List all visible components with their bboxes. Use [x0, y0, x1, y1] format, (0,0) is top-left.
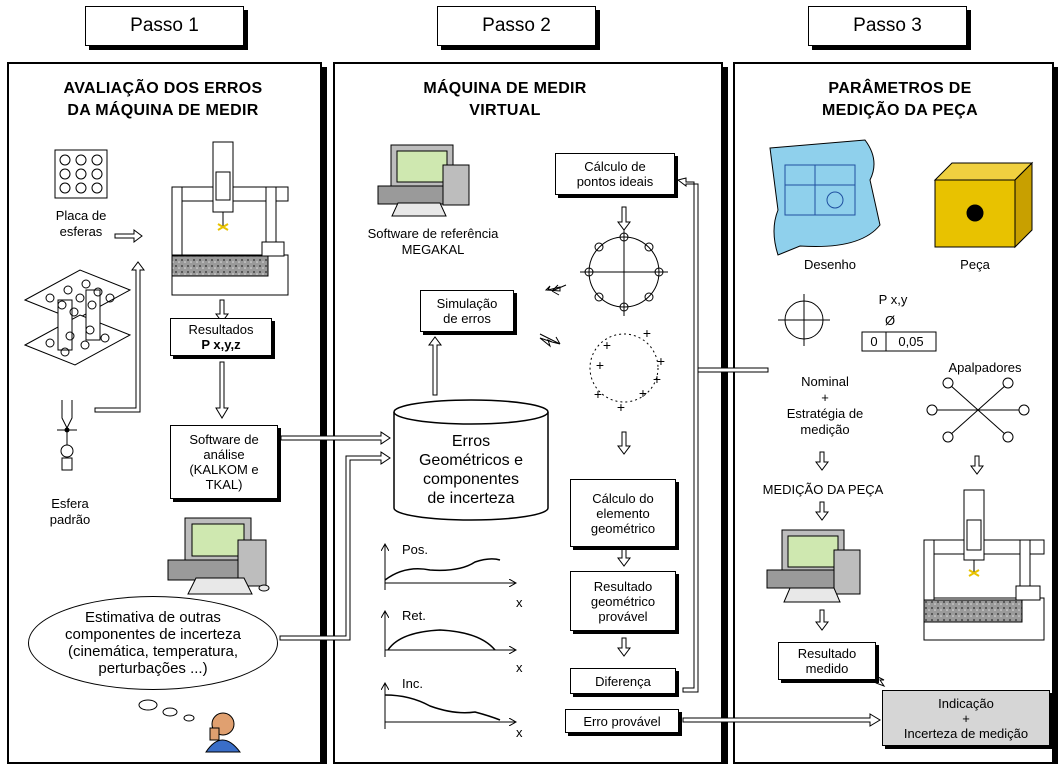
tolerance-frame: [861, 331, 937, 352]
difference-box: Diferença: [570, 668, 676, 694]
svg-text:+: +: [617, 399, 625, 415]
computer-icon: [167, 517, 270, 595]
graph-inc: [385, 684, 515, 729]
computer-icon: [377, 144, 470, 217]
reference-sphere-icon: [57, 400, 77, 471]
part-measurement-label: MEDIÇÃO DA PEÇA: [762, 482, 884, 497]
error-simulation-box: Simulação de erros: [420, 290, 514, 332]
graph-label-pos: Pos.: [402, 542, 429, 557]
computer-icon: [766, 529, 861, 603]
measured-result-box: Resultado medido: [778, 642, 876, 680]
step-tab-2: Passo 2: [437, 6, 596, 46]
cmm-machine-icon: [171, 141, 289, 296]
crosshair-icon: [778, 294, 830, 346]
database-icon: [393, 399, 549, 521]
part-cube-icon: [933, 161, 1034, 249]
step-tab-1: Passo 1: [85, 6, 244, 46]
resultados-box: Resultados P x,y,z: [170, 318, 272, 356]
axis-x-label: x: [516, 660, 523, 675]
graph-pos: [385, 545, 515, 590]
drawing-blueprint-icon: [769, 139, 881, 256]
svg-text:+: +: [653, 371, 661, 387]
part-label: Peça: [960, 257, 990, 272]
probable-result-box: Resultado geométrico provável: [570, 571, 676, 631]
ideal-points-box: Cálculo de pontos ideais: [555, 153, 675, 195]
probe-star-icon: [926, 377, 1030, 443]
nominal-strategy-label: Nominal + Estratégia de medição: [786, 374, 864, 437]
reference-sphere-label: Esfera padrão: [49, 496, 91, 527]
probable-error-box: Erro provável: [565, 709, 679, 733]
svg-text:+: +: [639, 385, 647, 401]
svg-text:+: +: [643, 325, 651, 341]
ball-plate-3d-icon: [23, 269, 132, 366]
analysis-software-box: Software de análise (KALKOM e TKAL): [170, 425, 278, 499]
database-label: Erros Geométricos e componentes de incer…: [418, 433, 524, 507]
graph-label-inc: Inc.: [402, 676, 423, 691]
tolerance-value: 0,05: [898, 334, 924, 349]
svg-text:+: +: [596, 357, 604, 373]
graph-ret: [385, 612, 515, 657]
graph-label-ret: Ret.: [402, 608, 426, 623]
flow-arrows: [94, 177, 984, 727]
ideal-points-icon: [580, 228, 668, 316]
other-uncertainty-bubble: Estimativa de outras componentes de ince…: [28, 596, 278, 690]
diameter-symbol: Ø: [884, 313, 896, 328]
reference-software-label: Software de referência MEGAKAL: [367, 226, 499, 257]
pxy-label: P x,y: [878, 292, 908, 307]
geometric-element-box: Cálculo do elemento geométrico: [570, 479, 676, 547]
indication-uncertainty-box: Indicação + Incerteza de medição: [882, 690, 1050, 746]
person-thinking-icon: [138, 699, 242, 753]
ball-plate-label: Placa de esferas: [55, 208, 107, 239]
axis-x-label: x: [516, 595, 523, 610]
probes-label: Apalpadores: [948, 360, 1022, 375]
svg-text:+: +: [594, 386, 602, 402]
axis-x-label: x: [516, 725, 523, 740]
ball-plate-icon: [54, 149, 108, 199]
simulated-points-icon: + + + + + + + +: [589, 325, 665, 415]
svg-text:+: +: [657, 353, 665, 369]
cmm-machine-icon: [923, 489, 1045, 641]
tolerance-zero: 0: [870, 334, 878, 349]
step-tab-3: Passo 3: [808, 6, 967, 46]
drawing-label: Desenho: [803, 257, 857, 272]
svg-text:+: +: [603, 337, 611, 353]
